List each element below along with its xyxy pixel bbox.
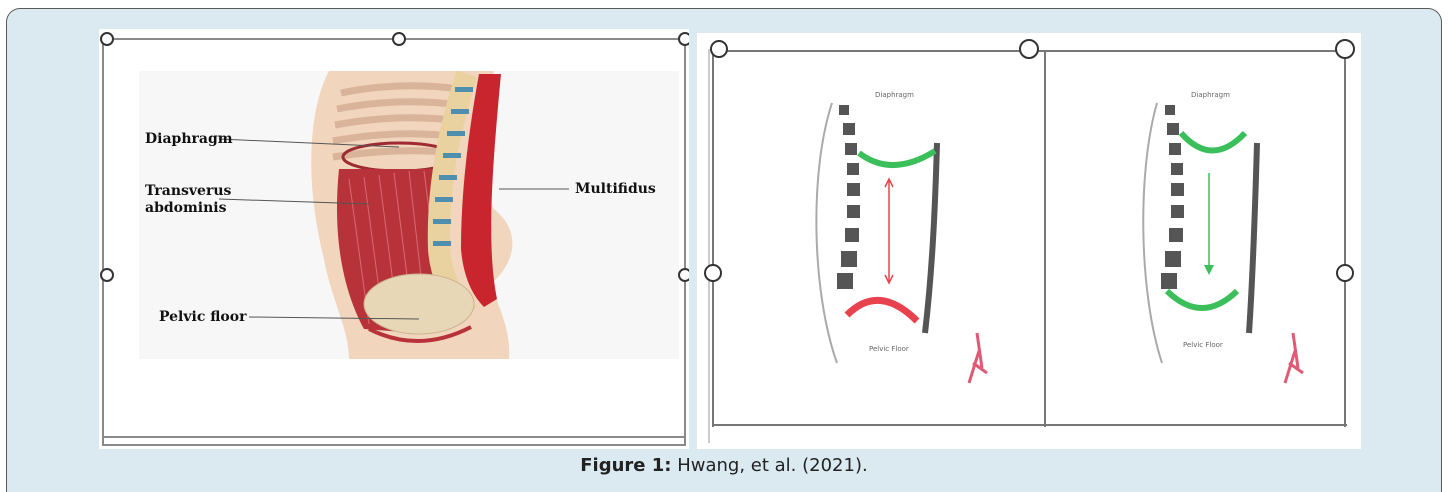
label-transversus-1: Transverus <box>145 183 232 199</box>
caption-label: Figure 1: <box>580 455 671 476</box>
resize-handle[interactable] <box>679 33 689 45</box>
breathing-diagrams: Diaphragm Pelvic Floor <box>697 33 1361 449</box>
resize-handle[interactable] <box>393 33 405 45</box>
resize-handle[interactable] <box>1020 40 1038 58</box>
figure-frame: Diaphragm Transverus abdominis Multifidu… <box>6 8 1442 492</box>
resize-handle[interactable] <box>705 265 721 281</box>
logo-icon <box>969 333 987 383</box>
resize-handle[interactable] <box>101 33 113 45</box>
resize-handle[interactable] <box>101 269 113 281</box>
diagram-a-top-label: Diaphragm <box>875 91 914 99</box>
diagram-b-top-label: Diaphragm <box>1191 91 1230 99</box>
figure-image: Diaphragm Transverus abdominis Multifidu… <box>99 29 1361 449</box>
breathing-panel: Diaphragm Pelvic Floor <box>697 33 1361 449</box>
label-diaphragm: Diaphragm <box>145 131 233 147</box>
label-multifidus: Multifidus <box>575 181 656 197</box>
diagram-exhale: Diaphragm Pelvic Floor <box>816 91 987 383</box>
anatomy-illustration: Diaphragm Transverus abdominis Multifidu… <box>99 29 689 449</box>
label-transversus-2: abdominis <box>145 200 227 216</box>
resize-handle[interactable] <box>679 269 689 281</box>
logo-icon <box>1285 333 1303 383</box>
label-pelvic-floor: Pelvic floor <box>159 309 247 325</box>
resize-handle[interactable] <box>1337 265 1353 281</box>
diagram-inhale: Diaphragm Pelvic Floor <box>1143 91 1303 383</box>
caption-text: Hwang, et al. (2021). <box>672 455 868 476</box>
resize-handle[interactable] <box>1336 40 1354 58</box>
diagram-b-bottom-label: Pelvic Floor <box>1183 341 1223 349</box>
diagram-a-bottom-label: Pelvic Floor <box>869 345 909 353</box>
resize-handle[interactable] <box>711 41 727 57</box>
anatomy-panel: Diaphragm Transverus abdominis Multifidu… <box>99 29 689 449</box>
figure-caption: Figure 1: Hwang, et al. (2021). <box>7 449 1441 492</box>
